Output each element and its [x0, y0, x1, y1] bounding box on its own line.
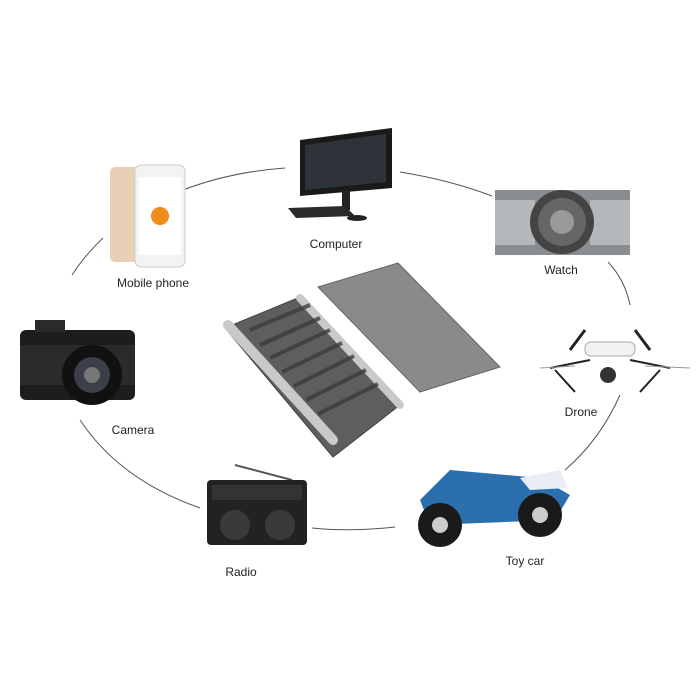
- drone-image: [539, 329, 691, 393]
- label-drone: Drone: [564, 405, 598, 419]
- screwdriver-kit-image: [223, 262, 501, 458]
- label-computer: Computer: [309, 237, 363, 251]
- label-watch: Watch: [544, 263, 578, 277]
- label-mobile-phone: Mobile phone: [116, 276, 190, 290]
- toy-car-image: [418, 470, 570, 547]
- label-camera: Camera: [111, 423, 155, 437]
- label-toy-car: Toy car: [505, 554, 545, 568]
- radio-image: [207, 464, 307, 545]
- label-radio: Radio: [225, 565, 257, 579]
- mobile-phone-image: [110, 164, 186, 268]
- watch-image: [495, 190, 630, 255]
- connector-arcs: [71, 167, 631, 531]
- computer-image: [288, 128, 392, 221]
- camera-image: [20, 320, 135, 405]
